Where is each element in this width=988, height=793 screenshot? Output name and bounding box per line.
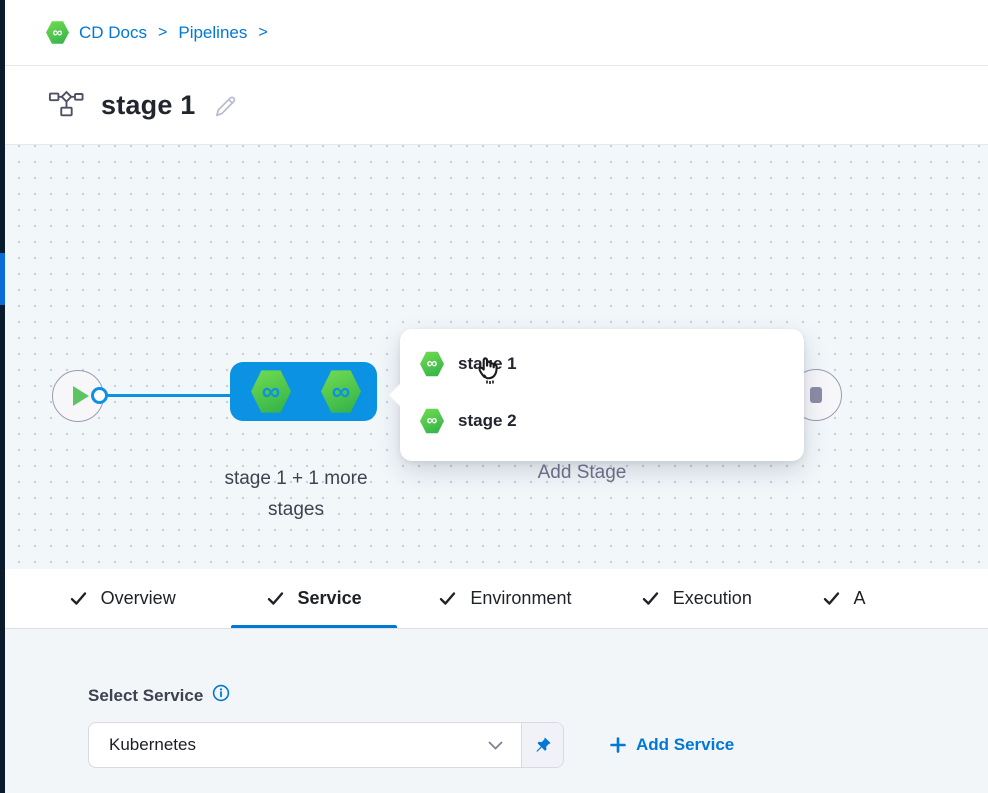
stage-list-popup: ∞ stage 1 ∞ stage 2 xyxy=(389,329,804,461)
left-nav-strip[interactable] xyxy=(0,0,5,793)
add-service-label: Add Service xyxy=(636,735,735,754)
breadcrumb: ∞ CD Docs > Pipelines > xyxy=(5,0,988,66)
pin-service-button[interactable] xyxy=(521,723,563,767)
pipeline-canvas[interactable]: ∞ ∞ stage 1 + 1 more stages Add Stage ∞ … xyxy=(5,145,988,569)
tab-label: Service xyxy=(297,588,362,608)
service-select-group: Kubernetes xyxy=(88,722,564,768)
pin-icon xyxy=(535,737,551,752)
cd-stage-icon: ∞ xyxy=(420,351,444,377)
harness-cd-icon: ∞ xyxy=(46,21,69,44)
stage-group-node[interactable]: ∞ ∞ xyxy=(230,362,384,421)
cd-stage-icon: ∞ xyxy=(420,408,444,434)
tab-label: Environment xyxy=(470,588,572,608)
tab-label: Execution xyxy=(672,588,752,608)
stop-icon xyxy=(810,387,822,403)
popup-item-stage-2[interactable]: ∞ stage 2 xyxy=(420,399,804,443)
pipeline-edge xyxy=(106,394,232,397)
tab-label: Overview xyxy=(100,588,176,608)
breadcrumb-separator: > xyxy=(258,23,268,41)
stage-title-bar: stage 1 xyxy=(5,66,988,145)
tab-execution[interactable]: Execution xyxy=(601,569,792,628)
cd-stage-icon: ∞ xyxy=(321,370,361,413)
tab-environment[interactable]: Environment xyxy=(410,569,601,628)
check-icon xyxy=(440,592,456,605)
check-icon xyxy=(267,592,283,605)
add-stage-button[interactable]: Add Stage xyxy=(537,462,627,483)
service-select[interactable]: Kubernetes xyxy=(89,723,521,767)
select-service-label: Select Service xyxy=(88,685,204,705)
tab-advanced-clipped[interactable]: A xyxy=(793,569,988,628)
tab-label: A xyxy=(853,588,866,608)
cd-stage-icon: ∞ xyxy=(251,370,291,413)
stage-tabs: Overview Service Environment Execution A xyxy=(5,569,988,629)
breadcrumb-link-pipelines[interactable]: Pipelines xyxy=(178,22,248,42)
service-panel: Select Service Kubernetes xyxy=(5,629,988,793)
main-area: ∞ CD Docs > Pipelines > stage 1 xyxy=(5,0,988,793)
popup-item-label[interactable]: stage 1 xyxy=(458,354,517,373)
nav-scroll-indicator xyxy=(0,253,5,305)
check-icon xyxy=(642,592,658,605)
add-service-button[interactable]: Add Service xyxy=(610,735,734,755)
pipeline-stage-icon xyxy=(48,88,84,123)
info-icon[interactable] xyxy=(212,684,230,707)
breadcrumb-link-cd-docs[interactable]: CD Docs xyxy=(79,22,148,42)
check-icon xyxy=(70,592,86,605)
chevron-down-icon xyxy=(488,741,503,750)
breadcrumb-separator: > xyxy=(158,23,168,41)
tab-overview[interactable]: Overview xyxy=(27,569,218,628)
page-title: stage 1 xyxy=(101,89,196,120)
tab-service[interactable]: Service xyxy=(218,569,409,628)
popup-item-stage-1[interactable]: ∞ stage 1 xyxy=(420,342,804,386)
popup-item-label[interactable]: stage 2 xyxy=(458,411,517,430)
check-icon xyxy=(823,592,839,605)
edit-stage-name-button[interactable] xyxy=(212,92,238,118)
service-select-value[interactable]: Kubernetes xyxy=(109,735,196,754)
play-icon xyxy=(72,386,89,406)
plus-icon xyxy=(610,737,626,753)
stage-group-label: stage 1 + 1 more stages xyxy=(224,468,368,520)
